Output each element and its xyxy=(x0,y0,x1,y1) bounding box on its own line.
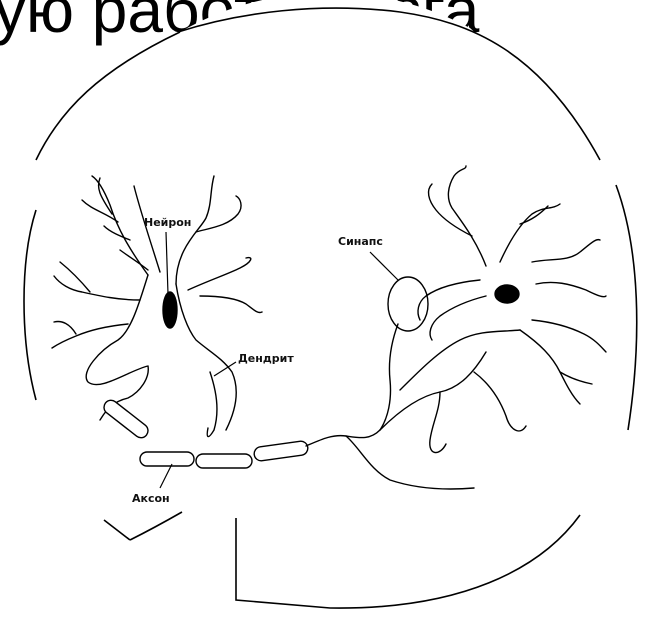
label-neuron: Нейрон xyxy=(144,216,191,229)
label-synapse: Синапс xyxy=(338,235,383,248)
label-dendrite: Дендрит xyxy=(238,352,294,365)
myelin-segment xyxy=(196,454,252,468)
label-axon: Аксон xyxy=(132,492,170,505)
myelin-segment xyxy=(140,452,194,466)
